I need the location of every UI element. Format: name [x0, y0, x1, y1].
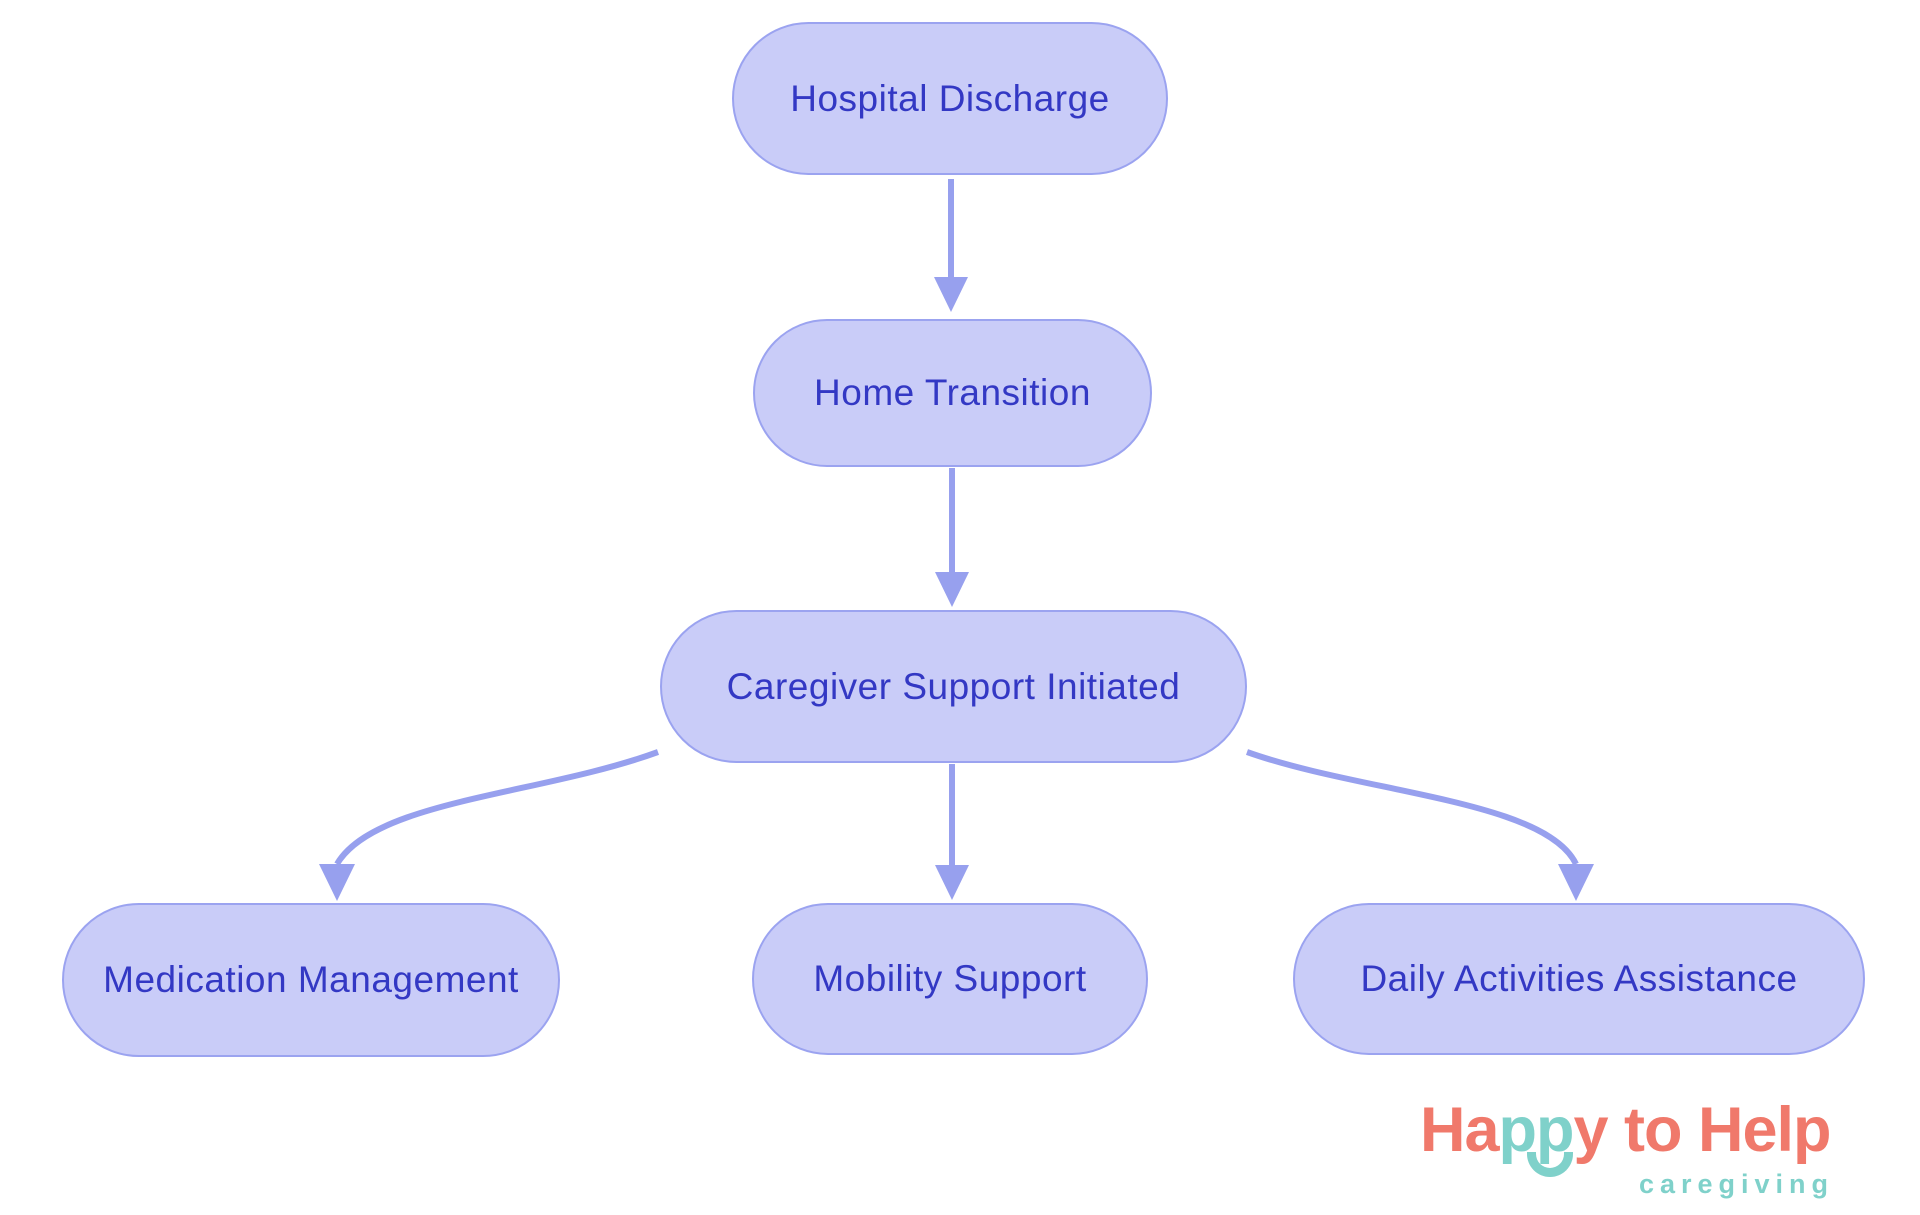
node-daily-activities-assistance: Daily Activities Assistance	[1293, 903, 1865, 1055]
node-mobility-support: Mobility Support	[752, 903, 1148, 1055]
node-hospital-discharge: Hospital Discharge	[732, 22, 1168, 175]
node-caregiver-support-initiated: Caregiver Support Initiated	[660, 610, 1247, 763]
node-label: Medication Management	[103, 959, 519, 1000]
node-label: Mobility Support	[813, 958, 1087, 999]
edge-caregiver-to-mobility	[935, 764, 969, 900]
happy-to-help-logo: Happy to Help caregiving	[1420, 1095, 1880, 1200]
node-label: Hospital Discharge	[790, 77, 1110, 119]
node-home-transition: Home Transition	[753, 319, 1152, 467]
edge-home-to-caregiver	[935, 468, 969, 607]
logo-wordmark: Happy to Help	[1420, 1095, 1880, 1177]
node-medication-management: Medication Management	[62, 903, 560, 1057]
node-label: Caregiver Support Initiated	[726, 665, 1181, 707]
edge-caregiver-to-daily	[1245, 749, 1594, 901]
smile-icon	[1527, 1152, 1573, 1177]
node-label: Home Transition	[814, 372, 1091, 413]
logo-text-ha: Ha	[1420, 1095, 1500, 1165]
logo-tagline: caregiving	[1638, 1169, 1834, 1200]
logo-text-y-to-help: y to Help	[1573, 1095, 1832, 1165]
edge-caregiver-to-medication	[319, 749, 660, 901]
node-label: Daily Activities Assistance	[1360, 958, 1798, 999]
edge-hospital-to-home	[934, 179, 968, 312]
